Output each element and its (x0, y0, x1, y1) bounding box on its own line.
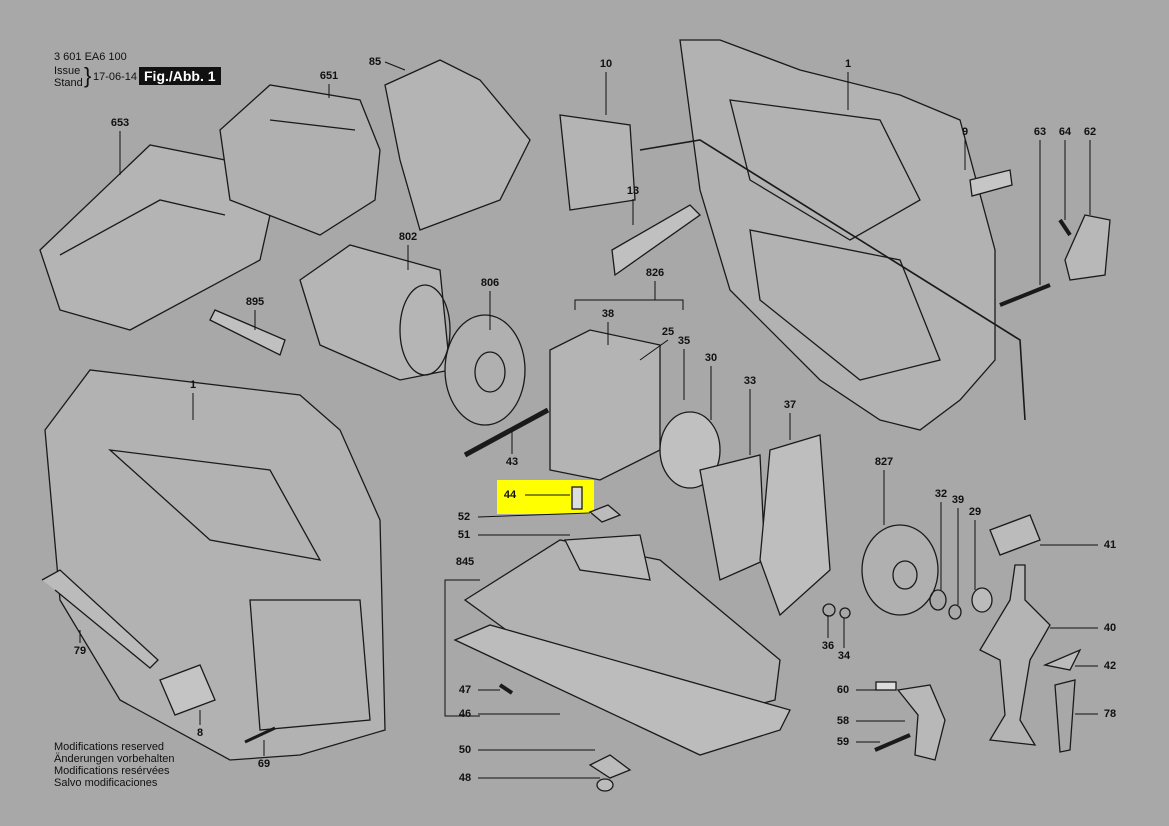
callout-34[interactable]: 34 (837, 650, 851, 662)
pad-part (875, 681, 897, 691)
part-number: 3 601 EA6 100 (54, 51, 127, 63)
callout-48[interactable]: 48 (458, 772, 472, 784)
issue-date: 17-06-14 (93, 71, 138, 83)
callout-32[interactable]: 32 (934, 488, 948, 500)
callout-37[interactable]: 37 (783, 399, 797, 411)
callout-44[interactable]: 44 (503, 489, 517, 501)
callout-13[interactable]: 13 (626, 185, 640, 197)
hex-key-part (41, 569, 159, 669)
brace-icon: } (84, 63, 92, 88)
ring-part (839, 607, 851, 619)
callout-41[interactable]: 41 (1103, 539, 1117, 551)
lever-part (1064, 214, 1111, 281)
figure-label: Fig./Abb. 1 (139, 67, 221, 85)
note-line: Modifications reserved (54, 741, 165, 753)
note-line: Modifications resérvées (54, 765, 170, 777)
nut-part (588, 504, 622, 523)
washer-part (822, 603, 836, 617)
bearing-part (971, 587, 993, 613)
plunger-part (979, 564, 1051, 746)
gear-827-part (861, 524, 939, 616)
callout-802[interactable]: 802 (398, 231, 418, 243)
callout-52[interactable]: 52 (457, 511, 471, 523)
issue-label: Issue (54, 65, 81, 77)
screw-part (498, 683, 514, 695)
callout-85[interactable]: 85 (368, 56, 382, 68)
callout-1-left[interactable]: 1 (189, 379, 197, 391)
stand-label: Stand (54, 77, 83, 89)
callout-79[interactable]: 79 (73, 645, 87, 657)
callout-9[interactable]: 9 (961, 126, 969, 138)
callout-29[interactable]: 29 (968, 506, 982, 518)
base-shoe-part (453, 624, 791, 756)
callout-39[interactable]: 39 (951, 494, 965, 506)
pin-44-part (571, 486, 583, 510)
switch-wiring-part (384, 59, 1026, 421)
callout-895[interactable]: 895 (245, 296, 265, 308)
callout-51[interactable]: 51 (457, 529, 471, 541)
callout-69[interactable]: 69 (257, 758, 271, 770)
bevel-gear-part (444, 314, 526, 426)
callout-845[interactable]: 845 (455, 556, 475, 568)
screw-part (596, 778, 614, 792)
screw-part (244, 726, 276, 744)
clamp-part (588, 754, 632, 779)
callout-78[interactable]: 78 (1103, 708, 1117, 720)
clip-part (1042, 648, 1082, 671)
battery-part (219, 84, 381, 236)
callout-40[interactable]: 40 (1103, 622, 1117, 634)
washer-part (929, 589, 947, 611)
callout-826[interactable]: 826 (645, 267, 665, 279)
callout-59[interactable]: 59 (836, 736, 850, 748)
note-line: Salvo modificaciones (54, 777, 158, 789)
callout-36[interactable]: 36 (821, 640, 835, 652)
grease-tube-part (209, 309, 286, 356)
pin-part (463, 407, 550, 458)
callout-64[interactable]: 64 (1058, 126, 1072, 138)
callout-62[interactable]: 62 (1083, 126, 1097, 138)
label-part (969, 169, 1013, 197)
spring-part (1054, 679, 1076, 753)
callout-43[interactable]: 43 (505, 456, 519, 468)
motor-part (299, 244, 451, 381)
callout-827[interactable]: 827 (874, 456, 894, 468)
callout-63[interactable]: 63 (1033, 126, 1047, 138)
housing-left-part (44, 369, 386, 761)
slide-switch-part (611, 204, 702, 277)
callout-38[interactable]: 38 (601, 308, 615, 320)
callout-46[interactable]: 46 (458, 708, 472, 720)
callout-30[interactable]: 30 (704, 352, 718, 364)
callout-10[interactable]: 10 (599, 58, 613, 70)
charger-part (39, 144, 271, 331)
callout-42[interactable]: 42 (1103, 660, 1117, 672)
callout-806[interactable]: 806 (480, 277, 500, 289)
callout-50[interactable]: 50 (458, 744, 472, 756)
ring-part (948, 604, 962, 620)
gear-housing-part (549, 329, 661, 481)
guide-part (563, 534, 651, 581)
callout-35[interactable]: 35 (677, 335, 691, 347)
screw-part (1058, 218, 1072, 237)
cover-plate-part (759, 434, 831, 617)
guide-plate-part (699, 454, 766, 581)
modifications-notes: Modifications reserved Änderungen vorbeh… (54, 741, 174, 789)
housing-right-part (679, 39, 996, 431)
roller-lever-part (896, 684, 946, 761)
callout-47[interactable]: 47 (458, 684, 472, 696)
callout-60[interactable]: 60 (836, 684, 850, 696)
label-plate-part (159, 664, 216, 716)
callout-651[interactable]: 651 (319, 70, 339, 82)
roller-holder-part (989, 514, 1041, 556)
note-line: Änderungen vorbehalten (54, 753, 175, 765)
callout-8[interactable]: 8 (196, 727, 204, 739)
callout-653[interactable]: 653 (110, 117, 130, 129)
callout-58[interactable]: 58 (836, 715, 850, 727)
pin-part (999, 283, 1051, 307)
callout-25[interactable]: 25 (661, 326, 675, 338)
leader-lines (79, 61, 1098, 779)
callout-1[interactable]: 1 (844, 58, 852, 70)
pin-part (874, 733, 911, 752)
callout-33[interactable]: 33 (743, 375, 757, 387)
